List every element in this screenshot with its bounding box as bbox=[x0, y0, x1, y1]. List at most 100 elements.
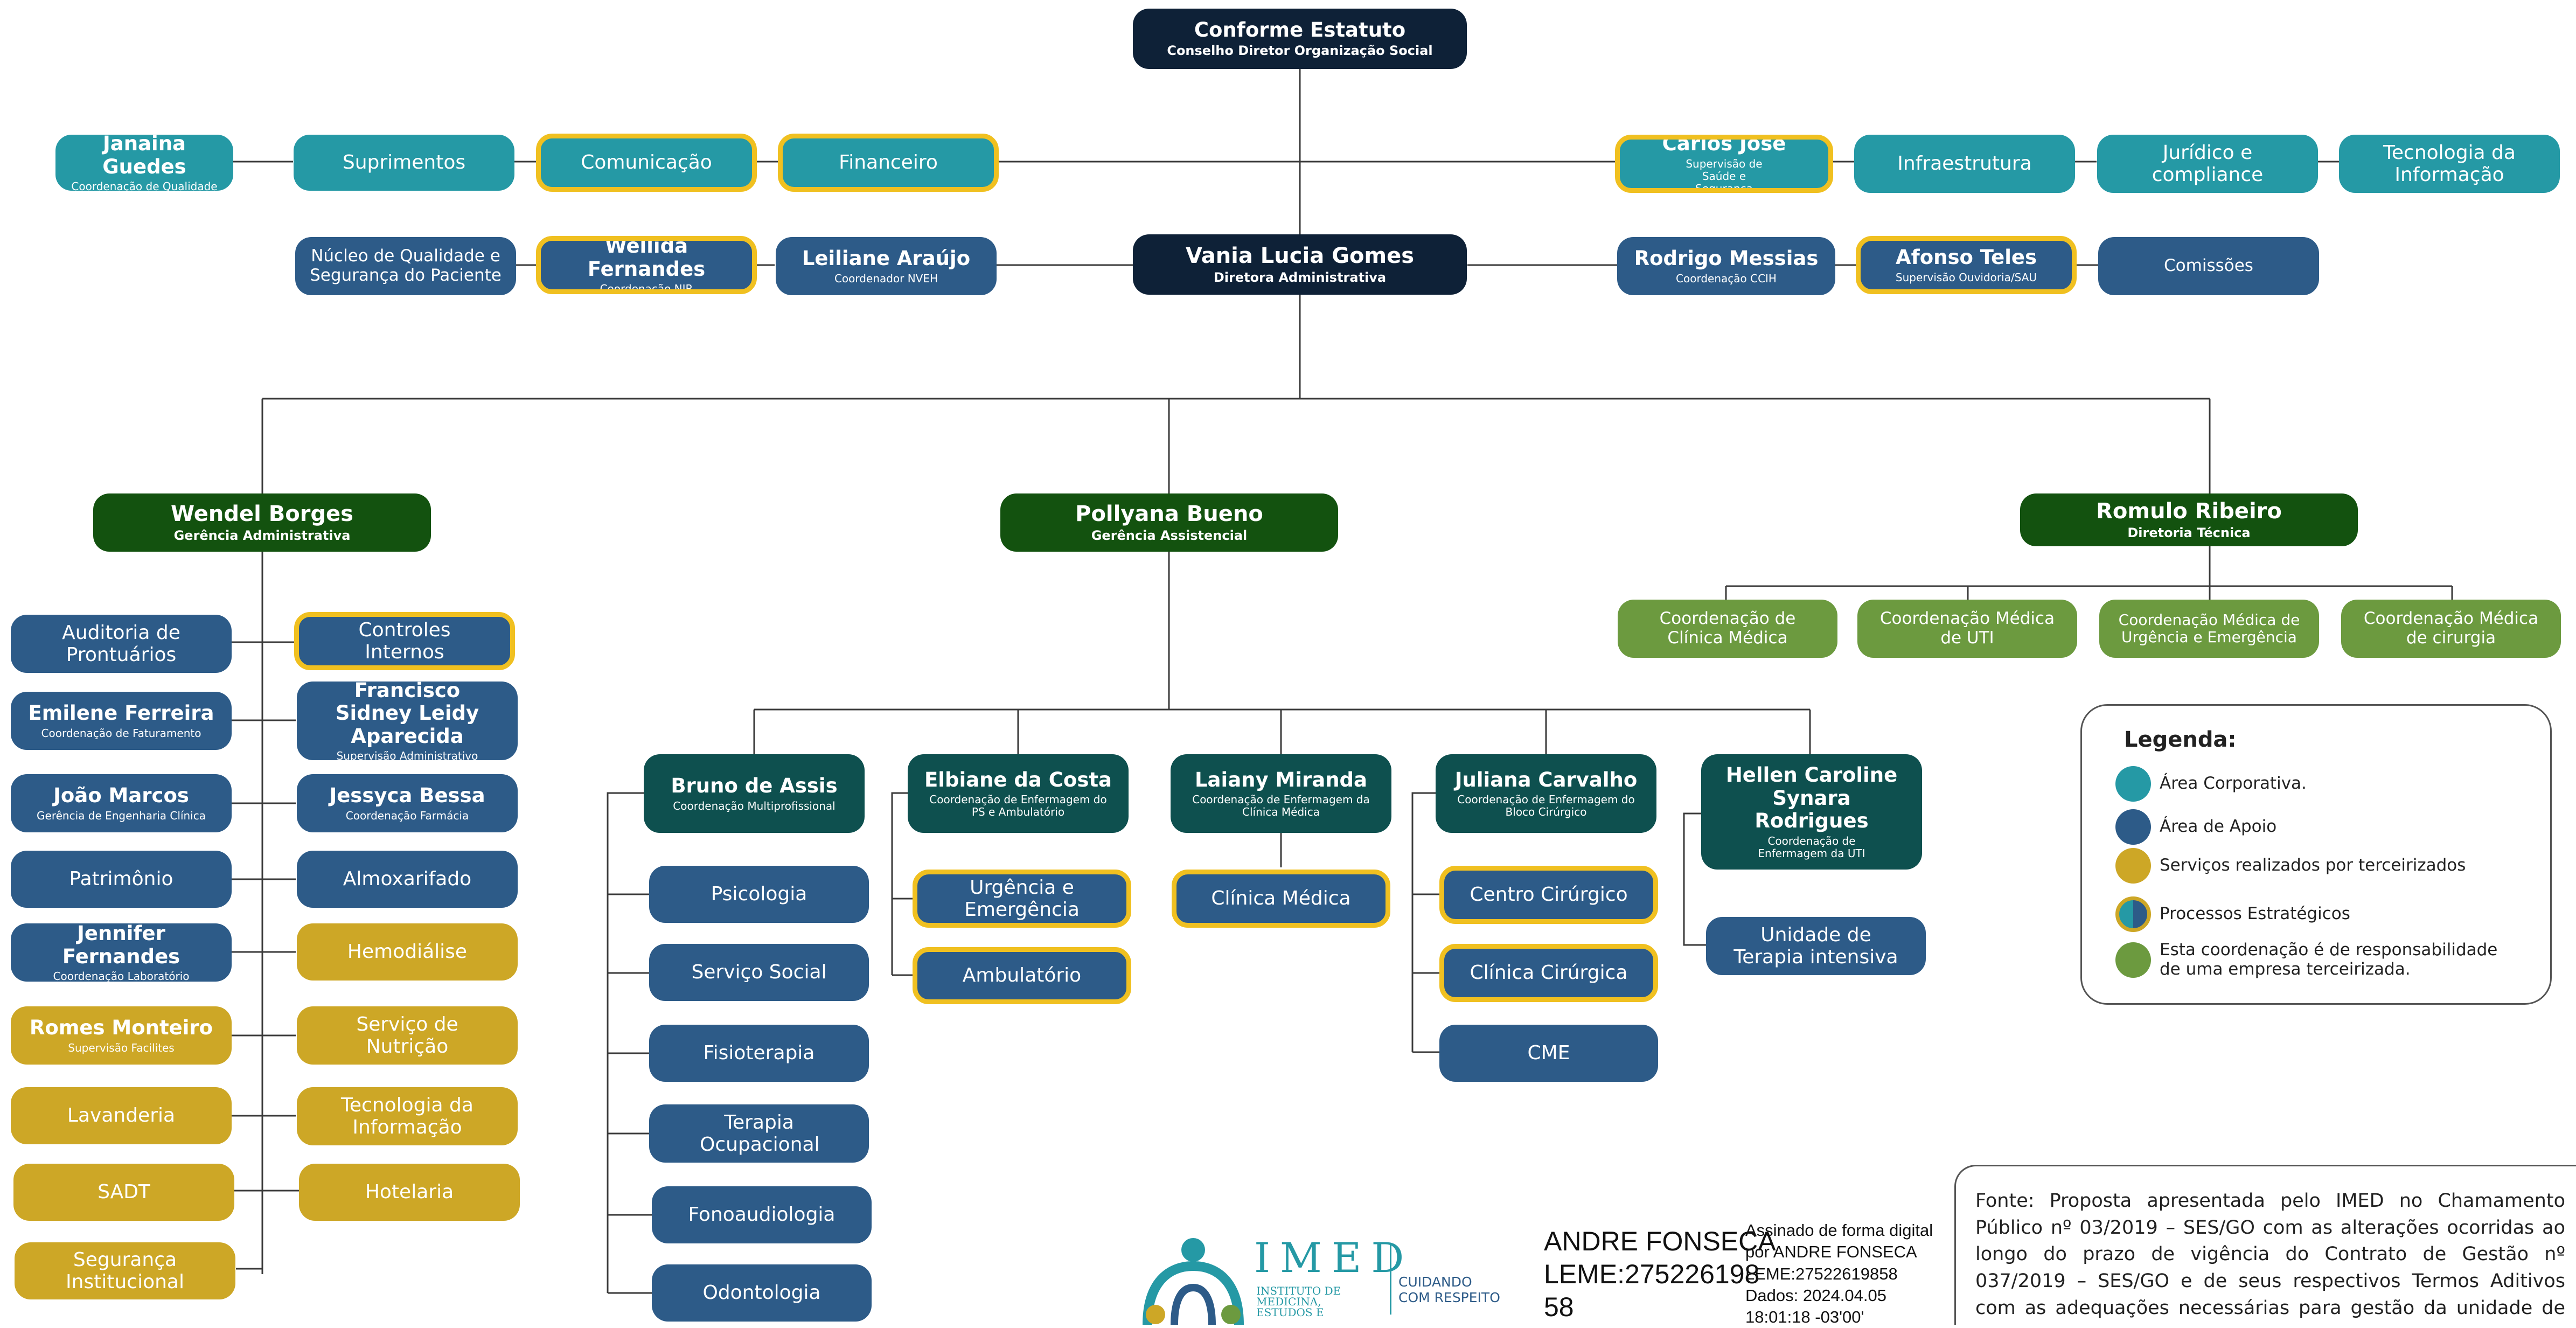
box-title: Controles Internos bbox=[358, 618, 451, 663]
controles-internos-box: Controles Internos bbox=[294, 612, 515, 670]
legend-item: Serviços realizados por terceirizados bbox=[2115, 848, 2466, 884]
box-title: Vania Lucia Gomes bbox=[1185, 244, 1415, 269]
romes-monteiro-box: Romes Monteiro Supervisão Facilites bbox=[11, 1006, 232, 1065]
box-title: Jurídico e compliance bbox=[2152, 141, 2264, 186]
hellen-synara-box: Hellen Caroline Synara Rodrigues Coorden… bbox=[1701, 754, 1922, 870]
clinica-medica-box: Clínica Médica bbox=[1172, 870, 1390, 928]
logo-subtitle: INSTITUTO DE MEDICINA, ESTUDOS E bbox=[1256, 1285, 1341, 1318]
box-subtitle: Coordenação de Enfermagem da UTI bbox=[1758, 834, 1865, 860]
box-title: Jessyca Bessa bbox=[329, 784, 485, 808]
comissoes-box: Comissões bbox=[2098, 237, 2319, 295]
legend: Legenda: Área Corporativa. Área de Apoio… bbox=[2080, 704, 2552, 1005]
legend-swatch-support bbox=[2115, 809, 2151, 845]
signature-name-line: 58 bbox=[1544, 1292, 1574, 1322]
leiliane-araujo-box: Leiliane Araújo Coordenador NVEH bbox=[776, 237, 997, 295]
coord-medica-cirurgia-box: Coordenação Médica de cirurgia bbox=[2341, 600, 2561, 658]
rodrigo-messias-box: Rodrigo Messias Coordenação CCIH bbox=[1617, 237, 1835, 295]
laiany-miranda-box: Laiany Miranda Coordenação de Enfermagem… bbox=[1171, 754, 1391, 833]
box-title: Laiany Miranda bbox=[1194, 768, 1368, 791]
box-subtitle: Supervisão de Saúde e Segurança bbox=[1686, 157, 1763, 193]
legend-swatch-outsourced bbox=[2115, 848, 2151, 884]
box-subtitle: Coordenação CCIH bbox=[1676, 272, 1777, 285]
signature-name-line: LEME:275226198 bbox=[1544, 1259, 1760, 1289]
janaina-guedes-box: Janaina Guedes Coordenação de Qualidade bbox=[55, 135, 233, 191]
imed-emblem-icon bbox=[1143, 1238, 1244, 1325]
coord-medica-urgencia-box: Coordenação Médica de Urgência e Emergên… bbox=[2099, 600, 2319, 658]
sadt-box: SADT bbox=[13, 1164, 234, 1221]
legend-label: Área de Apoio bbox=[2160, 817, 2277, 837]
box-title: Unidade de Terapia intensiva bbox=[1733, 923, 1898, 968]
box-title: Coordenação Médica de cirurgia bbox=[2363, 609, 2539, 648]
coord-medica-uti-box: Coordenação Médica de UTI bbox=[1857, 600, 2077, 658]
logo-divider bbox=[1390, 1244, 1391, 1315]
francisco-leidy-box: Francisco Sidney Leidy Aparecida Supervi… bbox=[297, 682, 518, 760]
signature-detail-line: Assinado de forma digital bbox=[1745, 1221, 1933, 1240]
box-title: Financeiro bbox=[839, 151, 938, 174]
box-subtitle: Coordenação de Enfermagem do PS e Ambula… bbox=[929, 793, 1107, 819]
legend-label: Serviços realizados por terceirizados bbox=[2160, 856, 2466, 875]
legend-swatch-corporate bbox=[2115, 766, 2151, 802]
hemodialise-box: Hemodiálise bbox=[297, 923, 518, 981]
legend-item: Área de Apoio bbox=[2115, 809, 2276, 845]
logo-tagline: CUIDANDO COM RESPEITO bbox=[1398, 1274, 1500, 1306]
box-title: Comunicação bbox=[581, 151, 712, 174]
lavanderia-box: Lavanderia bbox=[11, 1087, 232, 1144]
unidade-terapia-intensiva-box: Unidade de Terapia intensiva bbox=[1706, 917, 1926, 975]
box-title: Hellen Caroline Synara Rodrigues bbox=[1725, 763, 1898, 833]
fisioterapia-box: Fisioterapia bbox=[649, 1025, 869, 1082]
suprimentos-box: Suprimentos bbox=[294, 135, 514, 191]
conforme-estatuto-box: Conforme Estatuto Conselho Diretor Organ… bbox=[1133, 9, 1467, 69]
box-title: Patrimônio bbox=[69, 868, 173, 891]
box-title: Tecnologia da Informação bbox=[2383, 141, 2516, 186]
logo-subtitle-line: ESTUDOS E bbox=[1256, 1306, 1324, 1319]
box-title: Clínica Cirúrgica bbox=[1470, 962, 1628, 984]
box-title: Coordenação Médica de Urgência e Emergên… bbox=[2118, 610, 2300, 646]
servico-social-box: Serviço Social bbox=[649, 944, 869, 1001]
box-title: Romulo Ribeiro bbox=[2096, 499, 2282, 524]
wellida-fernandes-box: Wellida Fernandes Coordenação NIR bbox=[536, 236, 757, 294]
bruno-assis-box: Bruno de Assis Coordenação Multiprofissi… bbox=[644, 754, 865, 833]
box-title: Terapia Ocupacional bbox=[700, 1111, 820, 1156]
clinica-cirurgica-box: Clínica Cirúrgica bbox=[1439, 944, 1658, 1002]
box-subtitle: Diretora Administrativa bbox=[1213, 270, 1387, 286]
box-title: Rodrigo Messias bbox=[1634, 247, 1819, 270]
hotelaria-box: Hotelaria bbox=[299, 1164, 520, 1221]
carlos-jose-box: Carlos José Supervisão de Saúde e Segura… bbox=[1615, 135, 1833, 193]
box-title: Emilene Ferreira bbox=[28, 701, 214, 725]
legend-swatch-third-party bbox=[2115, 942, 2151, 978]
box-title: Comissões bbox=[2164, 256, 2253, 276]
box-subtitle: Gerência Administrativa bbox=[173, 528, 351, 544]
box-subtitle: Coordenação Farmácia bbox=[345, 809, 469, 822]
box-title: Psicologia bbox=[711, 883, 807, 906]
joao-marcos-box: João Marcos Gerência de Engenharia Clíni… bbox=[11, 774, 232, 832]
legend-item: Esta coordenação é de responsabilidade d… bbox=[2115, 940, 2504, 979]
jessyca-bessa-box: Jessyca Bessa Coordenação Farmácia bbox=[297, 774, 518, 832]
box-title: Pollyana Bueno bbox=[1075, 502, 1263, 527]
box-title: Almoxarifado bbox=[343, 868, 472, 891]
box-subtitle: Conselho Diretor Organização Social bbox=[1167, 43, 1433, 59]
box-subtitle: Diretoria Técnica bbox=[2127, 525, 2251, 541]
box-title: Wellida Fernandes bbox=[587, 236, 706, 281]
box-title: Janaina Guedes bbox=[102, 135, 186, 178]
box-subtitle: Coordenador NVEH bbox=[834, 272, 938, 285]
nucleo-qualidade-box: Núcleo de Qualidade e Segurança do Pacie… bbox=[295, 237, 516, 295]
box-title: Serviço de Nutrição bbox=[356, 1013, 458, 1058]
cme-box: CME bbox=[1439, 1025, 1658, 1082]
signature-detail-line: por ANDRE FONSECA bbox=[1745, 1242, 1917, 1262]
fonoaudiologia-box: Fonoaudiologia bbox=[652, 1186, 872, 1243]
box-title: Leiliane Araújo bbox=[802, 247, 971, 270]
box-title: Afonso Teles bbox=[1895, 246, 2037, 269]
juliana-carvalho-box: Juliana Carvalho Coordenação de Enfermag… bbox=[1436, 754, 1656, 833]
jennifer-fernandes-box: Jennifer Fernandes Coordenação Laboratór… bbox=[11, 923, 232, 982]
box-title: SADT bbox=[98, 1181, 150, 1204]
romulo-ribeiro-box: Romulo Ribeiro Diretoria Técnica bbox=[2020, 493, 2358, 546]
legend-label: Processos Estratégicos bbox=[2160, 904, 2350, 924]
box-title: Segurança Institucional bbox=[66, 1248, 184, 1293]
box-subtitle: Coordenação de Faturamento bbox=[41, 726, 201, 740]
legend-label: Esta coordenação é de responsabilidade d… bbox=[2160, 940, 2498, 979]
box-title: Carlos José bbox=[1662, 135, 1786, 156]
legend-item: Processos Estratégicos bbox=[2115, 896, 2350, 932]
box-title: Urgência e Emergência bbox=[964, 876, 1080, 921]
